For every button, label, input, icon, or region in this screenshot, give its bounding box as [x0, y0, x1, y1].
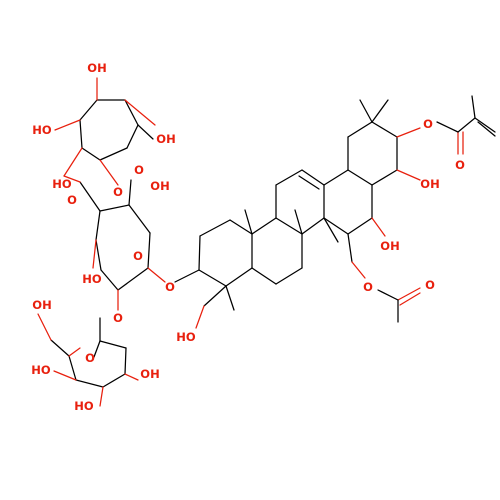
glycosidic-oxygen-label: O — [165, 280, 175, 294]
carbonyl-oxygen-label: O — [425, 278, 435, 292]
ring-oxygen-label: O — [85, 351, 95, 365]
hydroxyl-label: HO — [82, 272, 102, 286]
glucose-bottom-ring — [37, 313, 139, 407]
ester-oxygen-label: O — [363, 280, 373, 294]
glucose-bottom-labels: OH O HO OH HO — [31, 298, 159, 413]
carbonyl-oxygen-label: O — [455, 158, 465, 172]
aglycone-substituents: HO OH OH O O O O — [174, 95, 496, 344]
hydroxyl-label: OH — [32, 298, 51, 312]
glycosidic-link-top: O — [63, 175, 101, 212]
hydroxyl-label: OH — [380, 239, 399, 253]
carboxylic-acid-label: OH — [150, 179, 169, 193]
ring-oxygen-label: O — [113, 185, 123, 199]
hydroxyl-label: OH — [87, 61, 106, 75]
ring-oxygen-label: O — [133, 249, 143, 263]
hydroxyl-label: OH — [156, 132, 175, 146]
hydroxyl-label: HO — [74, 399, 94, 413]
glucose-top-labels: HO HO OH OH O — [32, 61, 175, 199]
hydroxyl-label: HO — [31, 363, 51, 377]
hydroxyl-label: HO — [32, 123, 52, 137]
glucuronic-acid-ring — [92, 179, 166, 311]
ester-oxygen-label: O — [423, 117, 433, 131]
hydroxymethyl-label: HO — [176, 330, 196, 344]
glycosidic-oxygen-label: O — [113, 311, 123, 325]
aglycone-skeleton — [198, 99, 398, 311]
hydroxyl-label: OH — [140, 367, 159, 381]
glycosidic-oxygen-label: O — [67, 193, 77, 207]
hydroxyl-label: OH — [420, 177, 439, 191]
hydroxyl-label: HO — [52, 177, 72, 191]
carbonyl-oxygen-label: O — [134, 163, 144, 177]
glucose-top-ring — [54, 77, 156, 186]
glucuronic-acid-labels: OH O O HO O O — [82, 163, 175, 325]
